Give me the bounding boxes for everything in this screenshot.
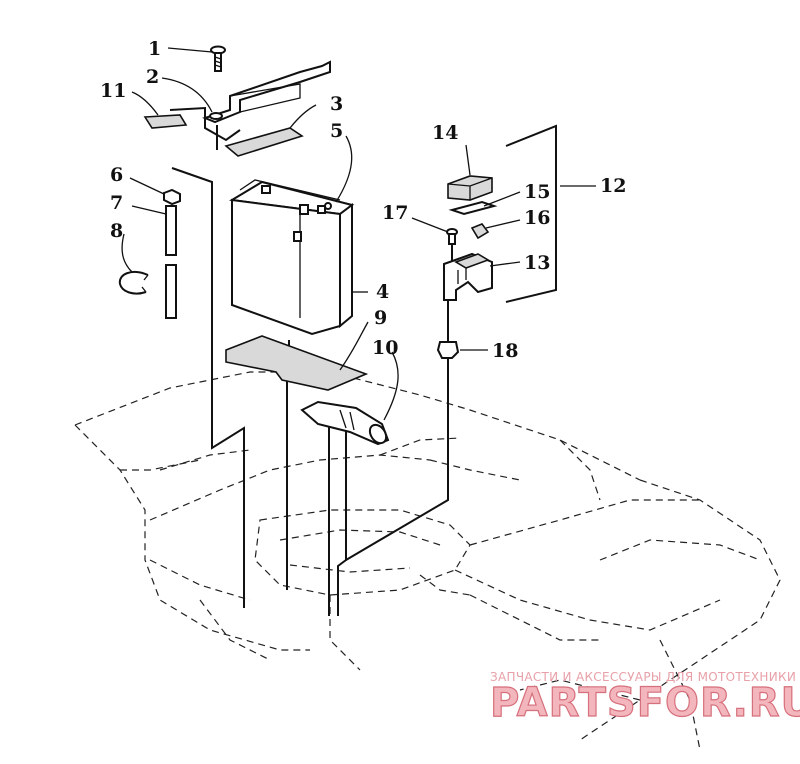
- callout-7: 7: [110, 192, 123, 214]
- part-battery-4: [229, 179, 355, 336]
- callout-12: 12: [600, 175, 626, 197]
- part-tube-7: [165, 205, 177, 319]
- part-clip-16: [470, 223, 490, 240]
- part-nut-6: [163, 188, 181, 206]
- part-vent-10: [300, 400, 390, 446]
- callout-9: 9: [374, 307, 387, 329]
- watermark: ЗАПЧАСТИ И АКСЕССУАРЫ ДЛЯ МОТОТЕХНИКИ PA…: [489, 670, 800, 727]
- callout-1: 1: [148, 38, 161, 60]
- callout-14: 14: [432, 122, 458, 144]
- callout-3: 3: [330, 93, 343, 115]
- part-strap-2: [169, 60, 331, 142]
- callout-6: 6: [110, 164, 123, 186]
- assembly-lines: [171, 124, 557, 616]
- callout-4: 4: [376, 281, 389, 303]
- callout-18: 18: [492, 340, 518, 362]
- callout-16: 16: [524, 207, 550, 229]
- callout-8: 8: [110, 220, 123, 242]
- part-pad-3: [224, 127, 304, 157]
- part-relay-14: [447, 175, 493, 201]
- part-holder-13: [443, 252, 493, 301]
- callout-10: 10: [372, 337, 398, 359]
- callout-11: 11: [100, 80, 126, 102]
- callout-17: 17: [382, 202, 408, 224]
- part-pad-11: [143, 114, 188, 129]
- watermark-brand: PARTSFOR.RU: [490, 680, 800, 726]
- callout-15: 15: [524, 181, 550, 203]
- part-clip-8: [118, 271, 149, 295]
- callout-13: 13: [524, 252, 550, 274]
- vehicle-body-outline: [74, 371, 781, 751]
- part-pad-9: [225, 335, 369, 391]
- part-pad-15: [448, 200, 498, 216]
- part-screw-1: [210, 45, 226, 72]
- callout-numbers: 1 2 3 4 5 6 7 8 9 10 11 12 13 14 15 16 1…: [100, 38, 626, 362]
- leader-lines: [121, 47, 596, 421]
- part-terminal-5: [324, 202, 332, 210]
- part-screw-17: [446, 228, 458, 245]
- callout-5: 5: [330, 120, 343, 142]
- part-grommet-18: [436, 341, 460, 359]
- callout-2: 2: [146, 66, 159, 88]
- watermark-tagline: ЗАПЧАСТИ И АКСЕССУАРЫ ДЛЯ МОТОТЕХНИКИ: [490, 670, 796, 684]
